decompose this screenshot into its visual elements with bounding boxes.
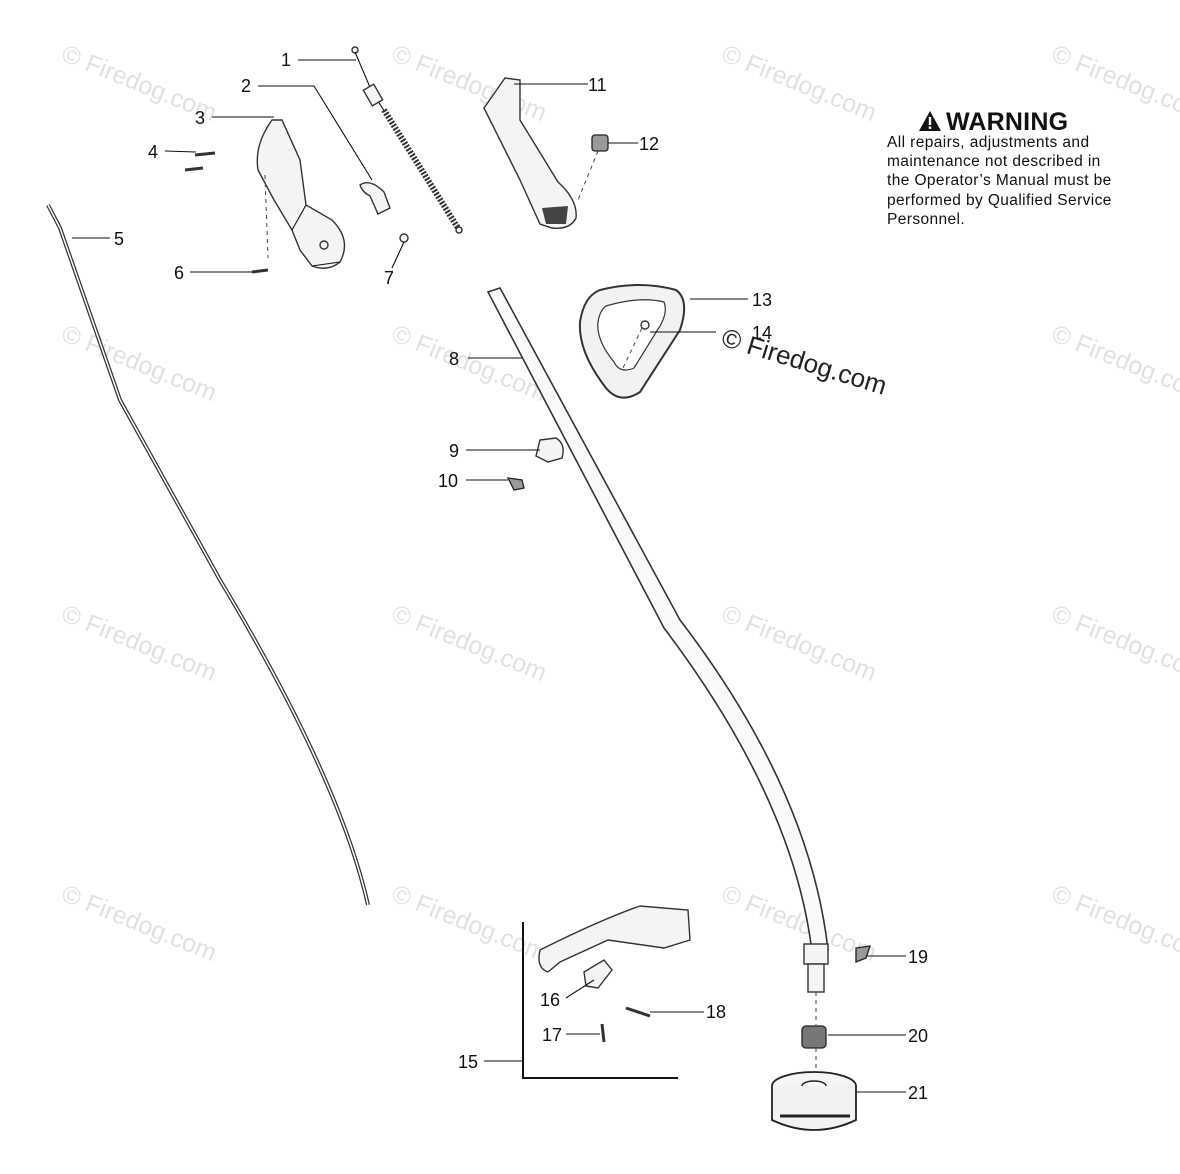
warning-line: performed by Qualified Service (887, 191, 1112, 209)
callout-21: 21 (908, 1083, 928, 1103)
watermark: © Firedog.com (388, 40, 551, 128)
warning-triangle-icon (918, 110, 942, 138)
callout-8: 8 (449, 349, 459, 369)
callout-numbers: 1 2 3 4 5 6 7 8 9 10 11 12 13 14 15 16 1… (114, 50, 928, 1103)
watermark: © Firedog.com (1048, 320, 1180, 408)
watermark: © Firedog.com (58, 880, 221, 968)
part-7-clip (399, 233, 409, 243)
warning-line: the Operator’s Manual must be (887, 172, 1112, 190)
part-1-throttle-cable (351, 46, 463, 234)
callout-9: 9 (449, 441, 459, 461)
warning-body: All repairs, adjustments and maintenance… (887, 133, 1167, 229)
warning-title: WARNING (918, 108, 1068, 138)
callout-17: 17 (542, 1025, 562, 1045)
callout-12: 12 (639, 134, 659, 154)
watermark: © Firedog.com (58, 320, 221, 408)
watermark: © Firedog.com (718, 40, 881, 128)
part-6-screw (251, 174, 269, 274)
part-14-screw (621, 320, 650, 371)
callout-5: 5 (114, 229, 124, 249)
part-17-screw (600, 1023, 606, 1043)
warning-line: All repairs, adjustments and (887, 134, 1090, 151)
part-2-throttle-trigger (359, 182, 391, 215)
callout-3: 3 (195, 108, 205, 128)
part-10-nut (506, 477, 525, 491)
part-21-trimmer-head (771, 1071, 857, 1131)
callout-6: 6 (174, 263, 184, 283)
callout-4: 4 (148, 142, 158, 162)
part-5-drive-shaft (46, 204, 370, 906)
warning-line: Personnel. (887, 210, 966, 228)
callout-15: 15 (458, 1052, 478, 1072)
big-watermark: © Firedog.com (718, 322, 890, 401)
watermark: © Firedog.com (1048, 600, 1180, 688)
callout-20: 20 (908, 1026, 928, 1046)
callout-7: 7 (384, 268, 394, 288)
callout-11: 11 (588, 75, 607, 95)
watermark: © Firedog.com (388, 880, 551, 968)
part-11-handle-half (483, 77, 577, 229)
part-9-bracket (535, 437, 564, 463)
part-13-loop-handle (578, 284, 686, 399)
callout-16: 16 (540, 990, 560, 1010)
callout-19: 19 (908, 947, 928, 967)
part-19-clip (855, 945, 871, 963)
warning-line: maintenance not described in (887, 153, 1101, 171)
warning-title-text: WARNING (946, 108, 1069, 136)
part-20-nut (801, 1025, 827, 1070)
callout-10: 10 (438, 471, 458, 491)
part-4-screws (184, 151, 216, 172)
part-3-handle-housing (256, 119, 346, 269)
part-18-screw (625, 1006, 651, 1018)
part-12-switch (577, 134, 609, 201)
callout-2: 2 (241, 76, 251, 96)
watermark: © Firedog.com (58, 600, 221, 688)
leader-lines (72, 59, 906, 1093)
watermark: © Firedog.com (388, 600, 551, 688)
shaft-end (803, 943, 829, 1025)
watermark: © Firedog.com (1048, 880, 1180, 968)
part-16-guard-plate (583, 959, 613, 989)
callout-13: 13 (752, 290, 772, 310)
watermark: © Firedog.com (718, 600, 881, 688)
callout-1: 1 (281, 50, 291, 70)
part-15-shield-assembly (522, 905, 691, 1079)
callout-18: 18 (706, 1002, 726, 1022)
callout-14: 14 (752, 323, 772, 343)
